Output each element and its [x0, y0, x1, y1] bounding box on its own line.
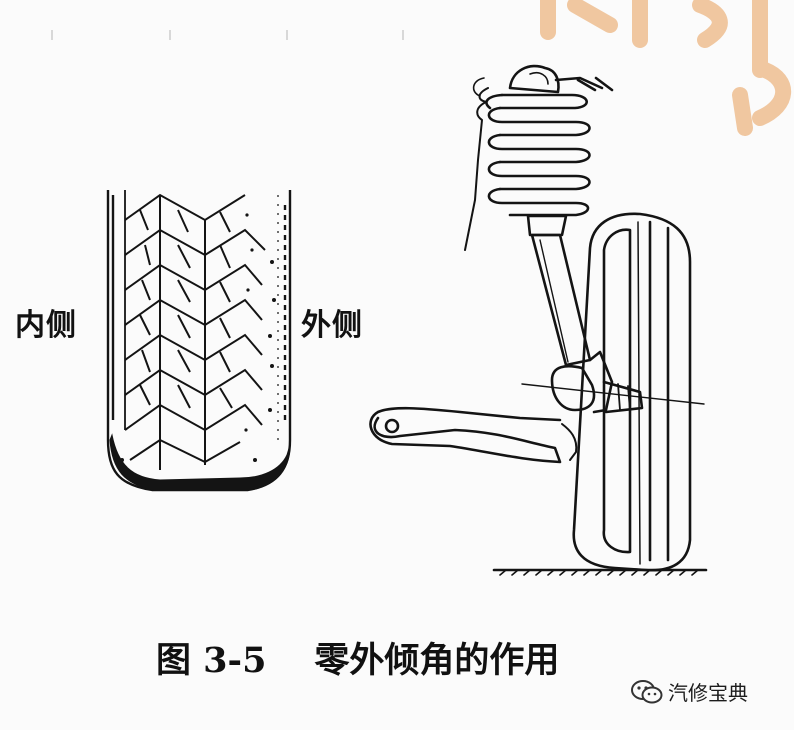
outer-side-label: 外侧	[301, 308, 363, 343]
tread-pattern	[124, 193, 266, 470]
seal-stamp-icon	[540, 0, 792, 136]
upper-mount	[508, 64, 560, 94]
figure-title: 零外倾角的作用	[314, 640, 560, 681]
watermark-text: 汽修宝典	[668, 681, 748, 705]
coil-spring	[485, 93, 591, 217]
ground-line	[492, 568, 708, 576]
wheel	[572, 212, 692, 572]
figure-number: 图 3-5	[156, 640, 267, 681]
wechat-icon	[631, 680, 663, 704]
lower-control-arm	[369, 406, 562, 464]
steering-knuckle	[550, 364, 596, 412]
inner-side-label: 内侧	[15, 308, 77, 343]
suspension-wheel-diagram	[369, 64, 708, 576]
figure-caption: 图 3-5 零外倾角的作用	[156, 632, 559, 683]
top-dotted-border	[51, 30, 404, 40]
tire-tread-diagram	[106, 190, 292, 492]
